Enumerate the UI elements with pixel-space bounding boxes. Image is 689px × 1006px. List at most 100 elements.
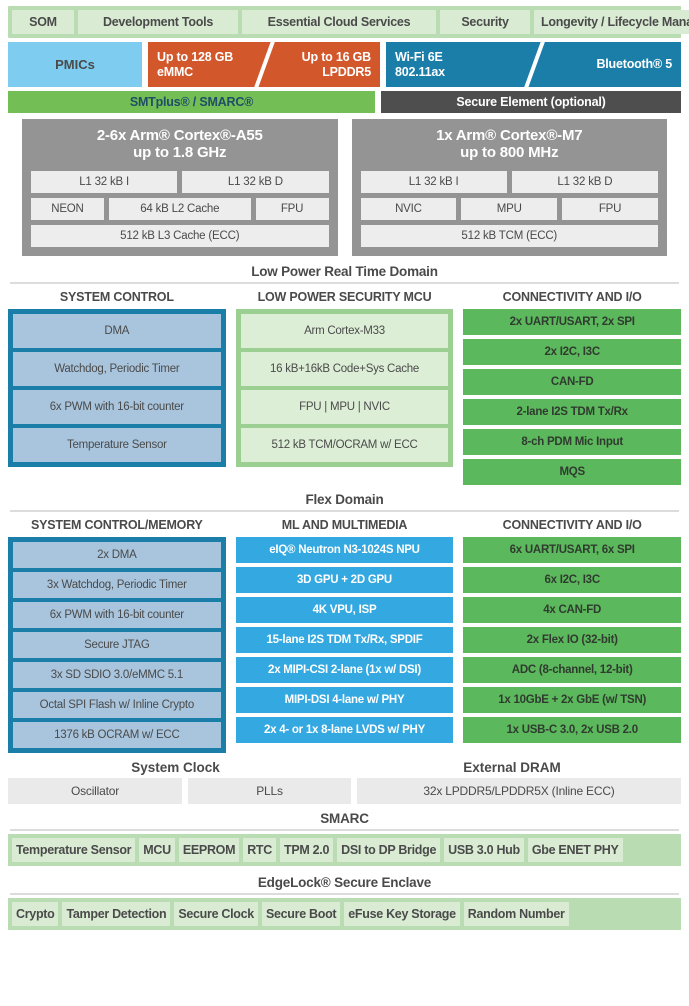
column-heading: CONNECTIVITY AND I/O xyxy=(502,517,642,532)
clock-dram-cell: PLLs xyxy=(188,777,351,804)
emmc-type: eMMC xyxy=(157,64,194,79)
ecosystem-pill: Development Tools xyxy=(78,10,238,34)
feature-cell: DMA xyxy=(13,313,221,348)
feature-cell: 3D GPU + 2D GPU xyxy=(235,566,454,593)
feature-cell: 2x I2C, I3C xyxy=(463,338,682,365)
feature-cell: 1x USB-C 3.0, 2x USB 2.0 xyxy=(463,716,682,743)
wifi-spec: 802.11ax xyxy=(395,64,445,79)
smarc-title: SMARC xyxy=(320,810,369,826)
domain-column: CONNECTIVITY AND I/O 6x UART/USART, 6x SP… xyxy=(463,512,682,743)
emmc-label: Up to 128 GB eMMC xyxy=(148,42,264,87)
column-heading: CONNECTIVITY AND I/O xyxy=(502,289,642,304)
column-heading: SYSTEM CONTROL/MEMORY xyxy=(30,517,203,532)
feature-cell: 15-lane I2S TDM Tx/Rx, SPDIF xyxy=(235,626,454,653)
column-heading: ML AND MULTIMEDIA xyxy=(281,517,408,532)
feature-cell: FPU | MPU | NVIC xyxy=(240,389,449,424)
edgelock-item: Secure Clock xyxy=(174,901,258,926)
feature-cell: Watchdog, Periodic Timer xyxy=(13,351,221,386)
feature-cell: 2x 4- or 1x 8-lane LVDS w/ PHY xyxy=(235,716,454,743)
feature-cell: 6x I2C, I3C xyxy=(463,566,682,593)
domain-column: ML AND MULTIMEDIA eIQ® Neutron N3-1024S N… xyxy=(235,512,454,743)
cpu-cell: FPU xyxy=(255,197,329,220)
feature-cell: 3x SD SDIO 3.0/eMMC 5.1 xyxy=(13,661,221,688)
cpu-name: 1x Arm® Cortex®-M7 xyxy=(436,127,583,144)
feature-cell: Arm Cortex-M33 xyxy=(240,313,449,348)
system-clock-heading: System Clock xyxy=(131,759,220,775)
feature-cell: MIPI-DSI 4-lane w/ PHY xyxy=(235,686,454,713)
bluetooth-label: Bluetooth® 5 xyxy=(596,57,672,72)
feature-cell: 1x 10GbE + 2x GbE (w/ TSN) xyxy=(463,686,682,713)
cpu-freq: up to 800 MHz xyxy=(460,143,559,161)
domain-title: Low Power Real Time Domain xyxy=(251,263,438,279)
domain-column: CONNECTIVITY AND I/O 2x UART/USART, 2x SP… xyxy=(463,284,682,485)
cpu-name: 2-6x Arm® Cortex®-A55 xyxy=(96,127,263,144)
edgelock-item: eFuse Key Storage xyxy=(344,901,460,926)
smarc-item: MCU xyxy=(139,837,175,862)
column-heading: LOW POWER SECURITY MCU xyxy=(257,289,432,304)
wifi-standard: Wi-Fi 6E xyxy=(395,50,443,65)
feature-cell: 2x MIPI-CSI 2-lane (1x w/ DSI) xyxy=(235,656,454,683)
cpu-cell: 512 kB TCM (ECC) xyxy=(360,224,658,247)
smarc-item: Temperature Sensor xyxy=(12,837,136,862)
cpu-cell: MPU xyxy=(461,197,558,220)
cpu-freq: up to 1.8 GHz xyxy=(133,143,227,161)
ecosystem-pill: Longevity / Lifecycle Management xyxy=(534,10,689,34)
domain-divider xyxy=(10,281,679,284)
wireless-block: Wi-Fi 6E 802.11ax Bluetooth® 5 xyxy=(386,42,681,87)
cpu-cell: FPU xyxy=(562,197,658,220)
feature-cell: 16 kB+16kB Code+Sys Cache xyxy=(240,351,449,386)
clock-dram-cell: 32x LPDDR5/LPDDR5X (Inline ECC) xyxy=(357,777,681,804)
secure-element-block: Secure Element (optional) xyxy=(381,91,681,113)
lpddr5-label: Up to 16 GB LPDDR5 xyxy=(264,42,380,87)
clock-dram-headings: System Clock External DRAM xyxy=(8,760,681,775)
emmc-capacity: Up to 128 GB xyxy=(157,50,234,65)
smarc-divider xyxy=(10,828,679,831)
edgelock-divider xyxy=(10,892,679,895)
smarc-item: TPM 2.0 xyxy=(280,837,334,862)
feature-cell: 2x Flex IO (32-bit) xyxy=(463,626,682,653)
feature-cell: Secure JTAG xyxy=(13,631,221,658)
ecosystem-pill: SOM xyxy=(12,10,74,34)
feature-cell: 2x UART/USART, 2x SPI xyxy=(463,308,682,335)
smarc-item: EEPROM xyxy=(178,837,240,862)
feature-cell: ADC (8-channel, 12-bit) xyxy=(463,656,682,683)
smarc-item: Gbe ENET PHY xyxy=(527,837,623,862)
cpu-cell: L1 32 kB I xyxy=(360,170,507,193)
cpu-cell: L1 32 kB I xyxy=(31,170,178,193)
edgelock-item: Crypto xyxy=(12,901,59,926)
column-heading: SYSTEM CONTROL xyxy=(59,289,174,304)
lpddr5-type: LPDDR5 xyxy=(322,64,371,79)
feature-cell: 6x PWM with 16-bit counter xyxy=(13,389,221,424)
edgelock-item: Tamper Detection xyxy=(62,901,171,926)
smarc-item: USB 3.0 Hub xyxy=(444,837,524,862)
memory-block: Up to 128 GB eMMC Up to 16 GB LPDDR5 xyxy=(148,42,380,87)
wifi-label: Wi-Fi 6E 802.11ax xyxy=(386,42,534,87)
edgelock-title: EdgeLock® Secure Enclave xyxy=(257,874,432,890)
feature-cell: MQS xyxy=(463,458,682,485)
feature-cell: 4K VPU, ISP xyxy=(235,596,454,623)
feature-cell: 3x Watchdog, Periodic Timer xyxy=(13,571,221,598)
cpu-cell: L1 32 kB D xyxy=(511,170,658,193)
feature-cell: 6x UART/USART, 6x SPI xyxy=(463,536,682,563)
domain-divider xyxy=(10,509,679,512)
